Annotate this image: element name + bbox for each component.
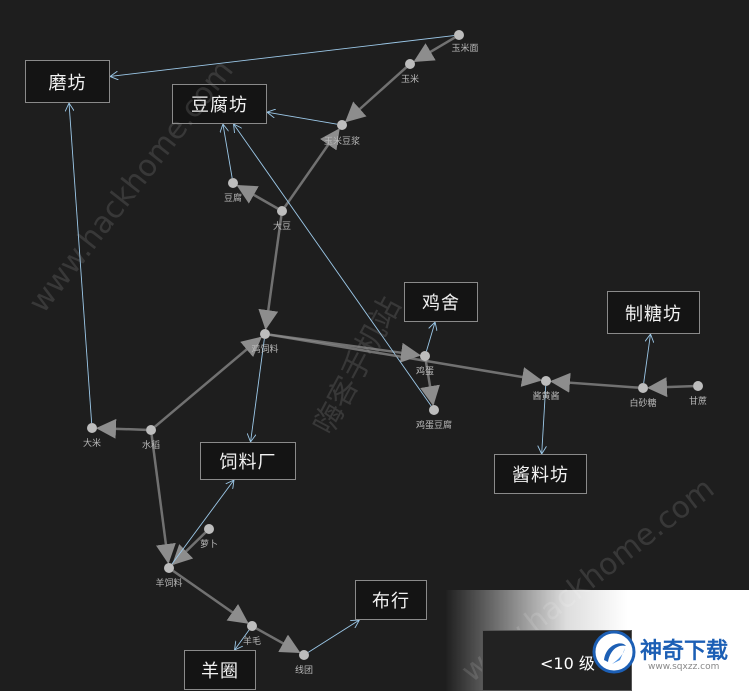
edge-jidan-to-jidandoufu	[420, 360, 440, 407]
edge-jisiliao-to-jiangyou	[269, 333, 543, 387]
item-label-yumimian: 玉米面	[451, 44, 479, 54]
item-node-yangsiliao[interactable]	[164, 563, 174, 573]
edge-dami-to-mofang	[69, 103, 93, 424]
edge-yumimian-to-mofang	[110, 35, 455, 77]
item-node-baishatang[interactable]	[638, 383, 648, 393]
item-label-doufu: 豆腐	[223, 194, 243, 204]
logo-url: www.sqxzz.com	[648, 662, 720, 672]
item-label-shuidao: 水稻	[141, 441, 161, 451]
edge-jiangyou-to-jiangliaofang	[542, 385, 546, 454]
item-label-dami: 大米	[82, 439, 102, 449]
item-node-yumidoujiang[interactable]	[337, 120, 347, 130]
item-node-jidandoufu[interactable]	[429, 405, 439, 415]
logo-icon	[592, 630, 636, 674]
edge-shuidao-to-yangsiliao	[150, 434, 176, 565]
item-node-shuidao[interactable]	[146, 425, 156, 435]
edge-yumidoujiang-to-doufufang	[267, 112, 338, 125]
edge-yumi-to-yumidoujiang	[344, 66, 408, 123]
level-label: <10 级	[540, 654, 595, 673]
item-node-jidan[interactable]	[420, 351, 430, 361]
building-box-buhang[interactable]: 布行	[355, 580, 427, 620]
edge-xiantuan-to-buhang	[307, 620, 359, 653]
item-node-dami[interactable]	[87, 423, 97, 433]
item-node-yangmao[interactable]	[247, 621, 257, 631]
item-label-jiangyou: 酱黄酱	[532, 392, 560, 402]
building-box-doufufang[interactable]: 豆腐坊	[172, 84, 267, 124]
item-node-yumi[interactable]	[405, 59, 415, 69]
building-box-jiangliaofang[interactable]: 酱料坊	[494, 454, 587, 494]
item-label-luobo: 萝卜	[199, 540, 219, 550]
edge-yangsiliao-to-yangmao	[172, 569, 249, 624]
edge-jidan-to-jishe	[425, 322, 435, 352]
item-node-yumimian[interactable]	[454, 30, 464, 40]
building-box-jishe[interactable]: 鸡舍	[404, 282, 478, 322]
building-box-yangjuan[interactable]: 羊圈	[184, 650, 256, 690]
item-node-jisiliao[interactable]	[260, 329, 270, 339]
logo-name: 神奇下载	[640, 639, 729, 664]
item-label-jidandoufu: 鸡蛋豆腐	[415, 421, 453, 431]
edge-ganzhe-to-baishatang	[646, 377, 694, 398]
item-label-jisiliao: 鸡饲料	[251, 345, 279, 355]
edge-baishatang-to-zhitangfang	[643, 334, 651, 384]
edge-jidandoufu-to-doufufang	[234, 124, 432, 407]
edge-dadou-to-yumidoujiang	[283, 128, 340, 208]
item-node-dadou[interactable]	[277, 206, 287, 216]
item-label-dadou: 大豆	[272, 222, 292, 232]
edge-yangsiliao-to-siliaochang	[171, 480, 234, 565]
item-node-ganzhe[interactable]	[693, 381, 703, 391]
building-box-siliaochang[interactable]: 饲料厂	[200, 442, 296, 480]
edge-yangmao-to-yangjuan	[235, 629, 250, 650]
item-node-xiantuan[interactable]	[299, 650, 309, 660]
edge-baishatang-to-jiangyou	[549, 372, 639, 393]
item-label-yumi: 玉米	[400, 75, 420, 85]
item-node-jiangyou[interactable]	[541, 376, 551, 386]
item-node-doufu[interactable]	[228, 178, 238, 188]
building-box-zhitangfang[interactable]: 制糖坊	[607, 291, 700, 334]
edge-dadou-to-doufu	[236, 184, 279, 210]
edge-shuidao-to-dami	[95, 418, 147, 439]
item-label-jidan: 鸡蛋	[415, 367, 435, 377]
edge-doufu-to-doufufang	[223, 124, 233, 179]
edge-yangmao-to-xiantuan	[255, 627, 301, 654]
item-label-xiantuan: 线团	[294, 666, 314, 676]
edge-shuidao-to-jisiliao	[154, 336, 262, 428]
item-label-yangsiliao: 羊饲料	[155, 579, 183, 589]
item-label-ganzhe: 甘蔗	[688, 397, 708, 407]
edge-jisiliao-to-siliaochang	[251, 338, 265, 442]
edge-yumimian-to-yumi	[413, 36, 456, 63]
item-label-baishatang: 白砂糖	[629, 399, 657, 409]
edge-luobo-to-yangsiliao	[171, 531, 207, 566]
building-box-mofang[interactable]: 磨坊	[25, 60, 110, 103]
item-node-luobo[interactable]	[204, 524, 214, 534]
item-label-yangmao: 羊毛	[242, 637, 262, 647]
edge-dadou-to-jisiliao	[258, 215, 283, 331]
item-label-yumidoujiang: 玉米豆浆	[323, 137, 361, 147]
